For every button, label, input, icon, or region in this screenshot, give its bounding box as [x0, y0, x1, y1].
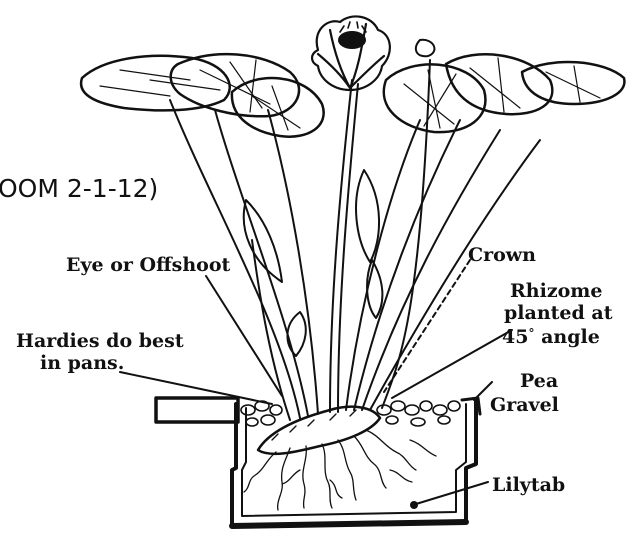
lily-pads — [81, 54, 624, 137]
hardies-label-line-2: in pans. — [40, 352, 124, 374]
degree-sign: ° — [528, 326, 534, 340]
rhizome-label-line-1: Rhizome — [510, 280, 602, 302]
lilytab-label: Lilytab — [492, 474, 565, 496]
crown-label: Crown — [468, 244, 536, 266]
pea-gravel — [241, 401, 460, 426]
gravel-label-line-2: Gravel — [490, 394, 559, 416]
figure-caption-fragment: OOM 2-1-12) — [0, 174, 158, 203]
rhizome-label-line-3: 45° angle — [502, 326, 600, 348]
rhizome-label-line-2: planted at — [504, 302, 612, 324]
lily-flower — [312, 16, 390, 90]
hardies-label-line-1: Hardies do best — [16, 330, 184, 352]
leaf-stems — [170, 60, 540, 420]
planting-pan — [156, 398, 480, 526]
pea-label-line-1: Pea — [520, 370, 558, 392]
angle-word: angle — [541, 326, 600, 348]
angle-value: 45 — [502, 326, 528, 348]
eye-or-offshoot-label: Eye or Offshoot — [66, 254, 230, 276]
roots — [244, 430, 436, 510]
